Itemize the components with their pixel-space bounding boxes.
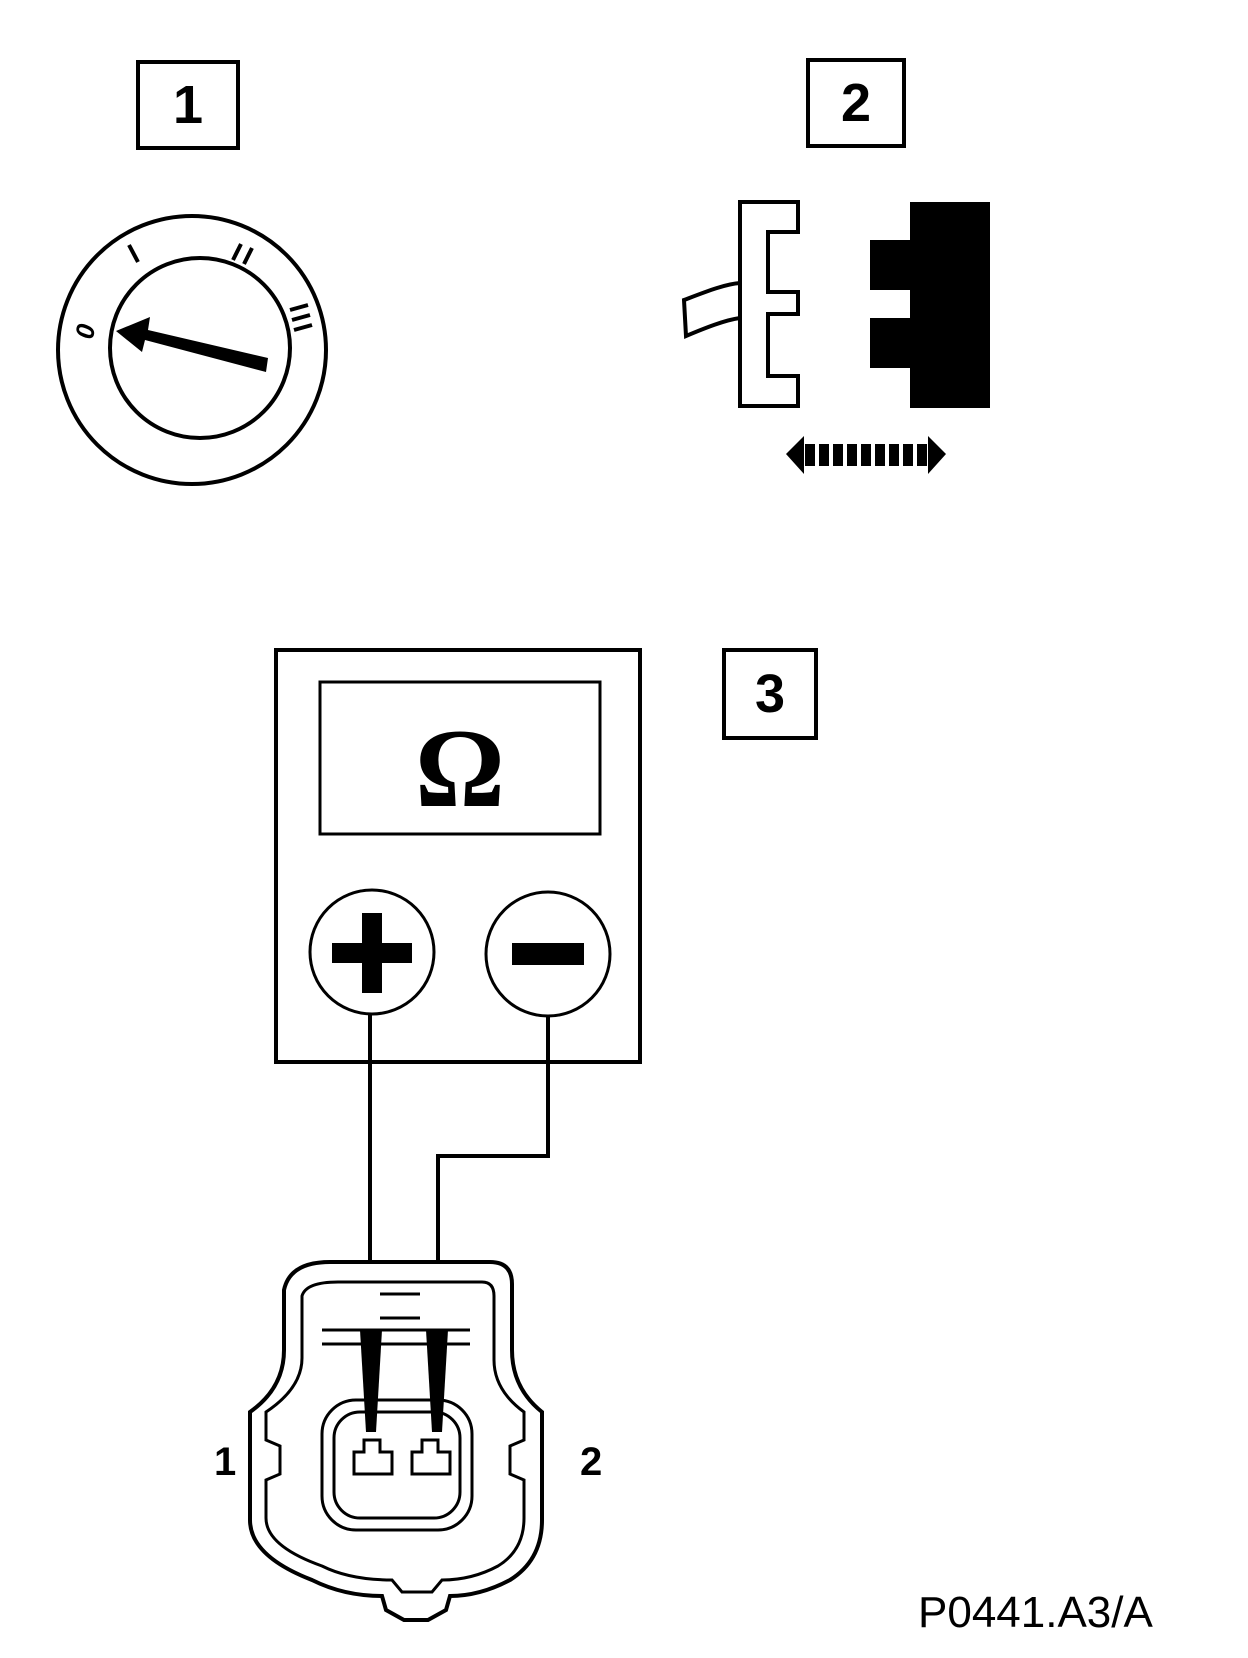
ohmmeter-icon: Ω bbox=[274, 648, 642, 1064]
double-arrow-icon bbox=[786, 436, 946, 474]
plus-terminal bbox=[308, 888, 436, 1016]
connector-pin-1-label: 1 bbox=[214, 1440, 237, 1484]
figure-reference: P0441.A3/A bbox=[918, 1588, 1153, 1637]
connector-pin-2-label: 2 bbox=[580, 1440, 603, 1484]
step-3-label: 3 bbox=[722, 648, 818, 740]
minus-terminal bbox=[484, 890, 612, 1018]
ignition-position-1-mark bbox=[127, 244, 140, 263]
ignition-position-3-mark bbox=[289, 303, 313, 332]
connector-disconnect-icon bbox=[681, 200, 990, 408]
ignition-position-2-mark bbox=[231, 243, 254, 265]
ignition-key-icon: 0 bbox=[56, 214, 328, 486]
ignition-position-0: 0 bbox=[69, 321, 101, 341]
step-1-label: 1 bbox=[136, 60, 240, 150]
meter-display-symbol: Ω bbox=[415, 707, 505, 831]
step-2-label: 2 bbox=[806, 58, 906, 148]
connector-icon bbox=[248, 1260, 544, 1622]
